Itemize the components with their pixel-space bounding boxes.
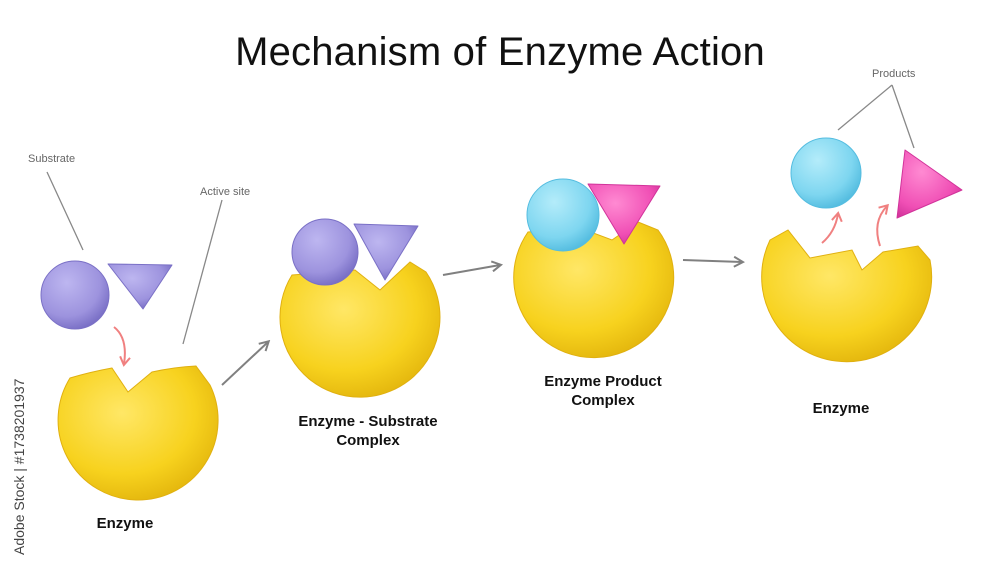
enzyme-shape-free <box>761 229 933 363</box>
substrate-circle <box>40 260 110 330</box>
ep-complex-label-line1: Enzyme Product <box>544 373 662 390</box>
stage-1-substrate-enzyme <box>40 171 223 501</box>
substrate-label: Substrate <box>28 153 76 165</box>
enzyme-final-label: Enzyme <box>812 400 870 417</box>
products-label: Products <box>872 68 916 80</box>
stage-4-products-released <box>761 84 963 363</box>
ep-complex-label: Enzyme Product Complex <box>518 372 688 410</box>
enzyme-shape-complex <box>279 261 441 398</box>
bound-substrate-triangle <box>353 223 419 281</box>
es-complex-label-line1: Enzyme - Substrate <box>298 413 438 430</box>
ep-complex-label-line2: Complex <box>571 392 635 409</box>
product-circle <box>790 137 862 209</box>
products-leader-line-right <box>891 84 915 149</box>
bound-product-triangle <box>587 183 661 245</box>
substrate-triangle <box>107 263 173 310</box>
flow-arrow-1 <box>221 342 268 386</box>
stage-3-ep-complex <box>513 178 675 359</box>
flow-arrow-2 <box>442 265 500 276</box>
substrate-leader-line <box>46 171 84 251</box>
product-triangle <box>896 149 963 219</box>
flow-arrow-3 <box>682 260 742 262</box>
page-title: Mechanism of Enzyme Action <box>235 30 765 74</box>
bound-substrate-circle <box>291 218 359 286</box>
binding-arrow <box>113 326 131 367</box>
release-arrow-circle <box>821 211 843 244</box>
active-site-leader-line <box>182 199 223 345</box>
stage-2-es-complex <box>279 218 441 398</box>
es-complex-label: Enzyme - Substrate Complex <box>280 412 456 450</box>
release-arrow-triangle <box>876 203 889 247</box>
products-leader-line-left <box>837 84 893 131</box>
enzyme-shape <box>57 365 219 501</box>
bound-product-circle <box>526 178 600 252</box>
stock-watermark: Adobe Stock | #1738201937 <box>11 378 27 555</box>
active-site-label: Active site <box>200 186 251 198</box>
enzyme-label: Enzyme <box>96 515 154 532</box>
enzyme-shape-product-complex <box>513 221 675 359</box>
es-complex-label-line2: Complex <box>336 432 400 449</box>
